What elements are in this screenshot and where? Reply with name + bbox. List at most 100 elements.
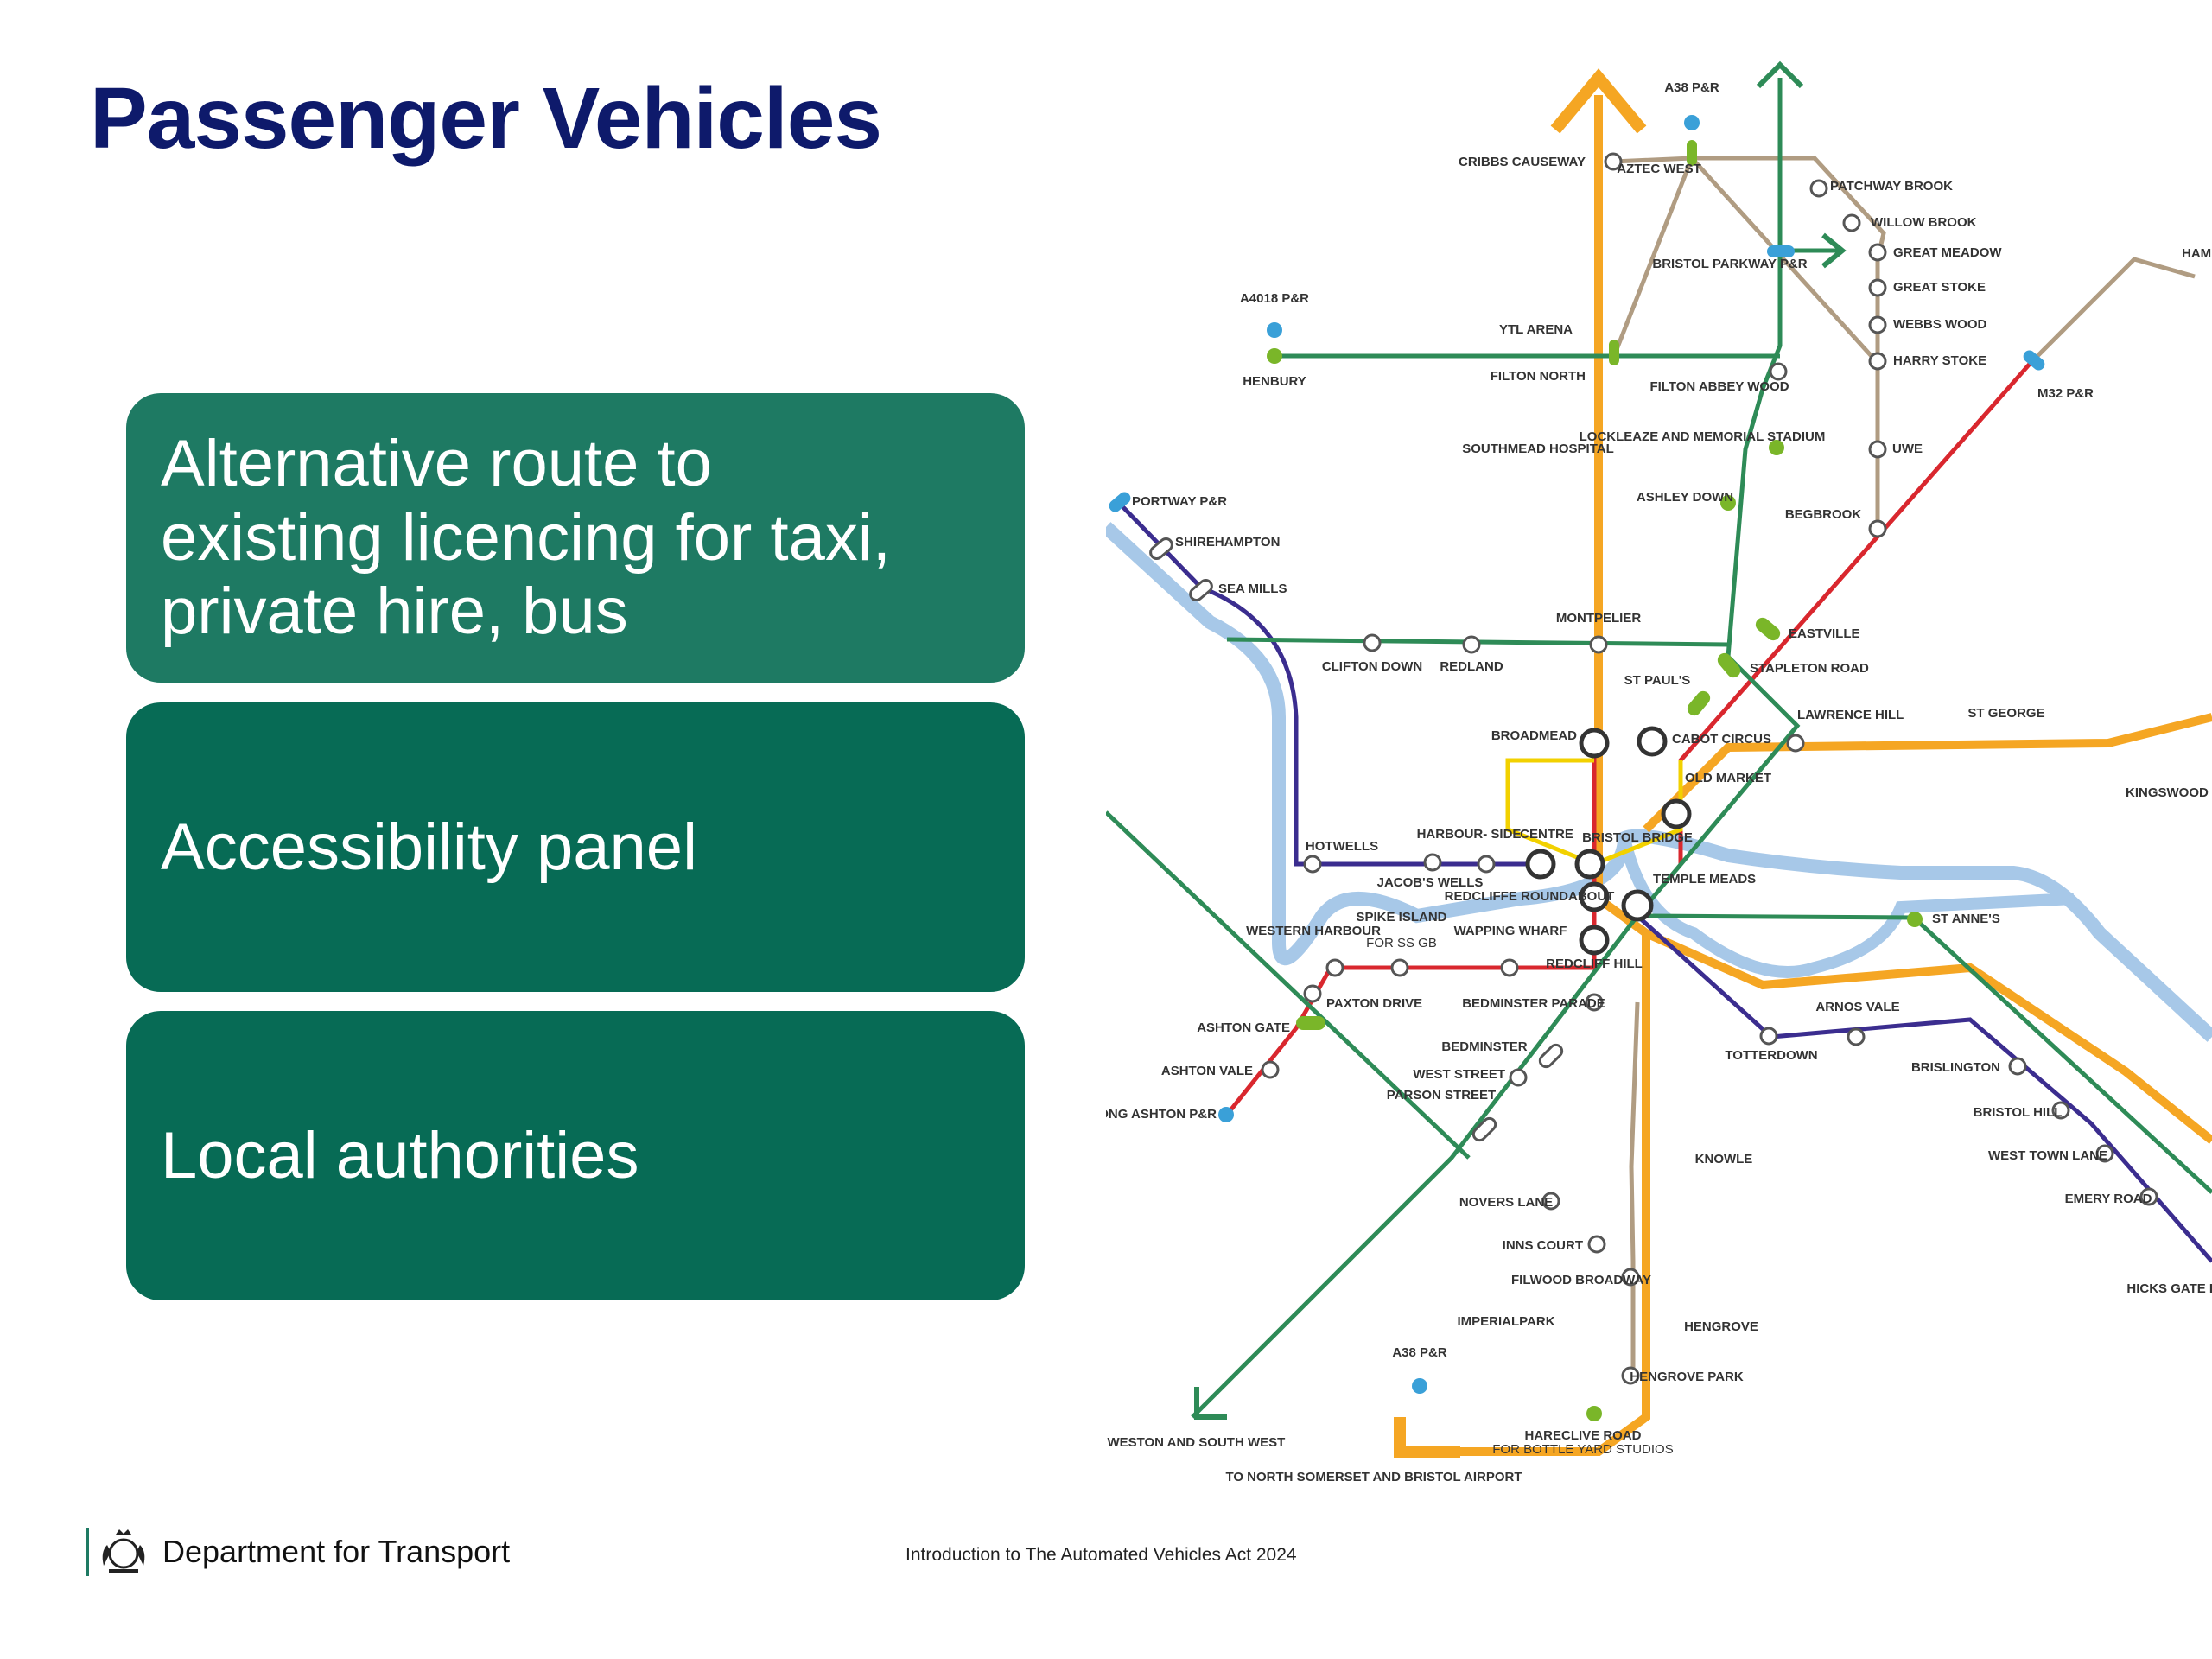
station-sea-mills bbox=[1189, 579, 1213, 601]
station-long-ashton-pr bbox=[1218, 1107, 1234, 1122]
station-harbourside bbox=[1423, 853, 1442, 872]
label-st-pauls: ST PAUL'S bbox=[1624, 673, 1691, 688]
label-filton-abbey-wood: FILTON ABBEY WOOD bbox=[1649, 379, 1789, 394]
station-stapleton-road bbox=[1717, 652, 1741, 678]
label-hotwells: HOTWELLS bbox=[1306, 839, 1378, 854]
label-emery-road: EMERY ROAD bbox=[2065, 1192, 2152, 1206]
label-ashton-gate: ASHTON GATE bbox=[1197, 1020, 1290, 1035]
orange-arrow-north bbox=[1550, 68, 1647, 134]
station-redcliff-hill bbox=[1579, 925, 1610, 956]
station-m32-pr bbox=[2023, 350, 2045, 371]
footer-caption: Introduction to The Automated Vehicles A… bbox=[906, 1545, 1297, 1565]
station-a38-pr-south bbox=[1412, 1378, 1427, 1394]
label-to-north-somerset: TO NORTH SOMERSET AND BRISTOL AIRPORT bbox=[1225, 1470, 1522, 1484]
station-eastville bbox=[1755, 617, 1781, 641]
station-portway-pr bbox=[1109, 492, 1131, 512]
station-ytl-arena bbox=[1609, 340, 1619, 365]
label-hareclive-road-sub: FOR BOTTLE YARD STUDIOS bbox=[1492, 1442, 1673, 1457]
label-stapleton-road: STAPLETON ROAD bbox=[1750, 661, 1869, 676]
station-bristol-parkway bbox=[1767, 245, 1795, 257]
station-spike-island bbox=[1390, 958, 1409, 977]
station-jacobs-wells bbox=[1477, 855, 1496, 874]
label-west-town-lane: WEST TOWN LANE bbox=[1988, 1148, 2107, 1163]
label-imperialpark: IMPERIALPARK bbox=[1457, 1314, 1554, 1329]
label-ashley-down: ASHLEY DOWN bbox=[1637, 490, 1733, 505]
station-hengrove-park bbox=[1621, 1366, 1640, 1385]
label-great-stoke: GREAT STOKE bbox=[1893, 280, 1986, 295]
station-filwood-broadway bbox=[1621, 1268, 1640, 1287]
label-west-street: WEST STREET bbox=[1413, 1067, 1505, 1082]
station-ashton-gate bbox=[1296, 1016, 1325, 1030]
station-temple-meads bbox=[1621, 889, 1654, 922]
orange-arrow-south bbox=[1394, 1417, 1460, 1458]
label-redcliff-hill: REDCLIFF HILL bbox=[1546, 957, 1643, 971]
label-clifton-down: CLIFTON DOWN bbox=[1322, 659, 1422, 674]
label-bristol-bridge: BRISTOL BRIDGE bbox=[1582, 830, 1693, 845]
panel-line: Alternative route to bbox=[161, 426, 712, 500]
green-arrow-southwest bbox=[1194, 1387, 1227, 1420]
label-kingswood: KINGSWOOD bbox=[2126, 785, 2209, 800]
label-webbs-wood: WEBBS WOOD bbox=[1893, 317, 1986, 332]
label-ytl-arena: YTL ARENA bbox=[1499, 322, 1573, 337]
local-authorities-panel: Local authorities bbox=[126, 1011, 1025, 1300]
station-centre bbox=[1525, 849, 1556, 880]
station-redland bbox=[1462, 635, 1481, 654]
label-montpelier: MONTPELIER bbox=[1556, 611, 1642, 626]
station-great-stoke bbox=[1868, 278, 1887, 297]
station-emery-road bbox=[2139, 1187, 2158, 1206]
label-aztec-west: AZTEC WEST bbox=[1617, 162, 1701, 176]
label-bristol-parkway: BRISTOL PARKWAY P&R bbox=[1652, 257, 1807, 271]
bristol-transport-map: A38 P&R CRIBBS CAUSEWAY AZTEC WEST PATCH… bbox=[1106, 60, 2212, 1484]
label-ashton-vale: ASHTON VALE bbox=[1161, 1064, 1253, 1078]
station-cabot-circus bbox=[1637, 726, 1668, 757]
station-hareclive-road bbox=[1586, 1406, 1602, 1421]
station-western-harbour bbox=[1325, 958, 1344, 977]
panel-line: Local authorities bbox=[161, 1118, 639, 1192]
label-harry-stoke: HARRY STOKE bbox=[1893, 353, 1986, 368]
station-clifton-down bbox=[1363, 633, 1382, 652]
station-hotwells bbox=[1303, 855, 1322, 874]
label-cabot-circus: CABOT CIRCUS bbox=[1672, 732, 1771, 747]
label-wapping-wharf: WAPPING WHARF bbox=[1454, 924, 1567, 938]
label-brislington: BRISLINGTON bbox=[1911, 1060, 2000, 1075]
station-lockleaze bbox=[1769, 440, 1784, 455]
label-great-meadow: GREAT MEADOW bbox=[1893, 245, 2002, 260]
label-bedminster: BEDMINSTER bbox=[1441, 1039, 1527, 1054]
label-to-weston: TO WESTON AND SOUTH WEST bbox=[1106, 1435, 1285, 1450]
label-temple-meads: TEMPLE MEADS bbox=[1653, 872, 1756, 887]
page-title: Passenger Vehicles bbox=[90, 70, 882, 167]
label-paxton-drive: PAXTON DRIVE bbox=[1326, 996, 1422, 1011]
station-parson-street bbox=[1471, 1116, 1497, 1142]
panel-line: existing licencing for taxi, bbox=[161, 500, 891, 575]
label-spike-island-sub: FOR SS GB bbox=[1366, 936, 1437, 950]
station-ashton-vale bbox=[1261, 1060, 1280, 1079]
label-hareclive-road: HARECLIVE ROAD bbox=[1524, 1428, 1641, 1443]
label-parson-street: PARSON STREET bbox=[1387, 1088, 1496, 1103]
station-st-annes bbox=[1907, 912, 1923, 927]
label-a38-pr-north: A38 P&R bbox=[1664, 80, 1719, 95]
station-west-town-lane bbox=[2095, 1144, 2114, 1163]
label-hengrove: HENGROVE bbox=[1684, 1319, 1758, 1334]
label-a38-pr-south: A38 P&R bbox=[1392, 1345, 1447, 1360]
label-hengrove-park: HENGROVE PARK bbox=[1630, 1370, 1744, 1384]
label-m32-pr: M32 P&R bbox=[2037, 386, 2094, 401]
label-willow-brook: WILLOW BROOK bbox=[1871, 215, 1977, 230]
station-harry-stoke bbox=[1868, 352, 1887, 371]
station-totterdown bbox=[1759, 1027, 1778, 1046]
station-cribbs-causeway bbox=[1604, 152, 1623, 171]
station-paxton-drive bbox=[1303, 984, 1322, 1003]
label-begbrook: BEGBROOK bbox=[1785, 507, 1862, 522]
accessibility-panel: Accessibility panel bbox=[126, 702, 1025, 992]
label-spike-island: SPIKE ISLAND bbox=[1356, 910, 1446, 925]
footer-brand: Department for Transport bbox=[162, 1534, 511, 1569]
station-ashley-down bbox=[1720, 495, 1736, 511]
label-shirehampton: SHIREHAMPTON bbox=[1175, 535, 1280, 550]
label-jacobs-wells: JACOB'S WELLS bbox=[1377, 875, 1484, 890]
station-broadmead bbox=[1579, 728, 1610, 759]
station-webbs-wood bbox=[1868, 315, 1887, 334]
station-aztec-west bbox=[1687, 140, 1697, 166]
footer-rule bbox=[86, 1528, 89, 1576]
green-arrow-east bbox=[1821, 232, 1847, 269]
stations bbox=[1109, 115, 2158, 1421]
label-centre: CENTRE bbox=[1520, 827, 1573, 842]
